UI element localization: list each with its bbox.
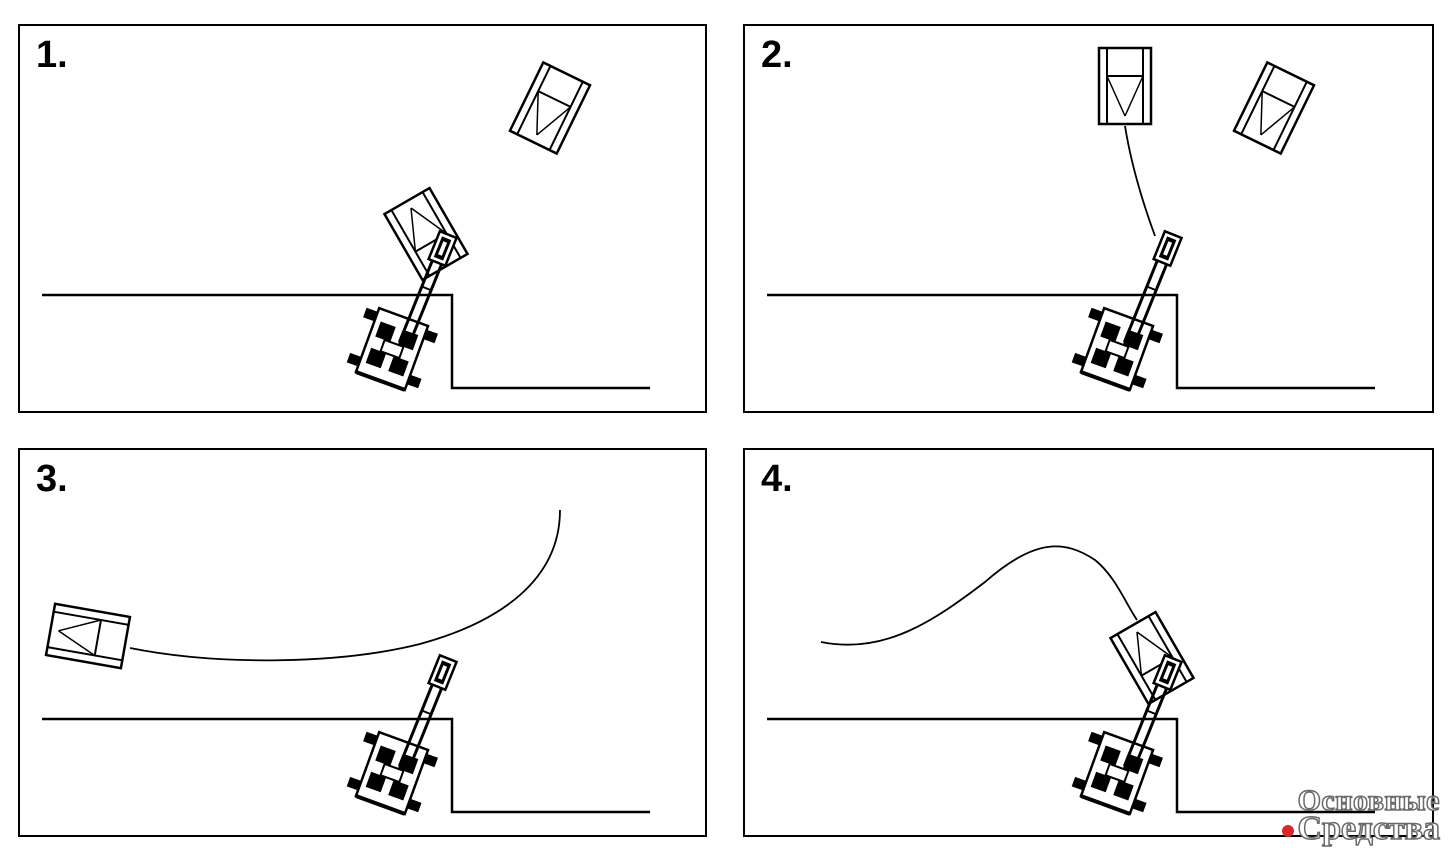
- panel-number: 1.: [36, 34, 68, 76]
- panel-3: 3.: [18, 448, 707, 837]
- load-block: [44, 602, 132, 670]
- panel-number: 4.: [761, 458, 793, 500]
- scene-4: [767, 545, 1375, 820]
- panel-4: 4.: [743, 448, 1434, 837]
- load-block: [1232, 61, 1316, 155]
- watermark-logo: Основные Средства: [1281, 784, 1441, 847]
- load-block-suspended: [1097, 46, 1153, 126]
- ground-edge: [767, 717, 1375, 814]
- scene-1: [42, 61, 650, 396]
- panel-number: 3.: [36, 458, 68, 500]
- watermark-line2: Средства: [1297, 810, 1441, 847]
- panel-number: 2.: [761, 34, 793, 76]
- load-path: [129, 509, 561, 662]
- scene-2: [767, 46, 1375, 396]
- load-block-hooked: [1109, 610, 1195, 706]
- load-path: [820, 545, 1138, 646]
- hoist-rope: [1124, 125, 1156, 237]
- crane: [342, 302, 442, 396]
- crane: [342, 726, 442, 820]
- ground-edge: [42, 717, 650, 814]
- load-block: [508, 61, 592, 155]
- ground-edge: [767, 293, 1375, 390]
- watermark-line2-wrap: Средства: [1281, 810, 1441, 847]
- watermark-line1: Основные: [1297, 784, 1440, 817]
- panel-1: 1.: [18, 24, 707, 413]
- panel-2: 2.: [743, 24, 1434, 413]
- crane: [1067, 302, 1167, 396]
- scene-3: [42, 509, 650, 820]
- red-dot-icon: [1281, 825, 1294, 838]
- load-block-hooked: [383, 186, 469, 282]
- crane: [1067, 726, 1167, 820]
- ground-edge: [42, 293, 650, 390]
